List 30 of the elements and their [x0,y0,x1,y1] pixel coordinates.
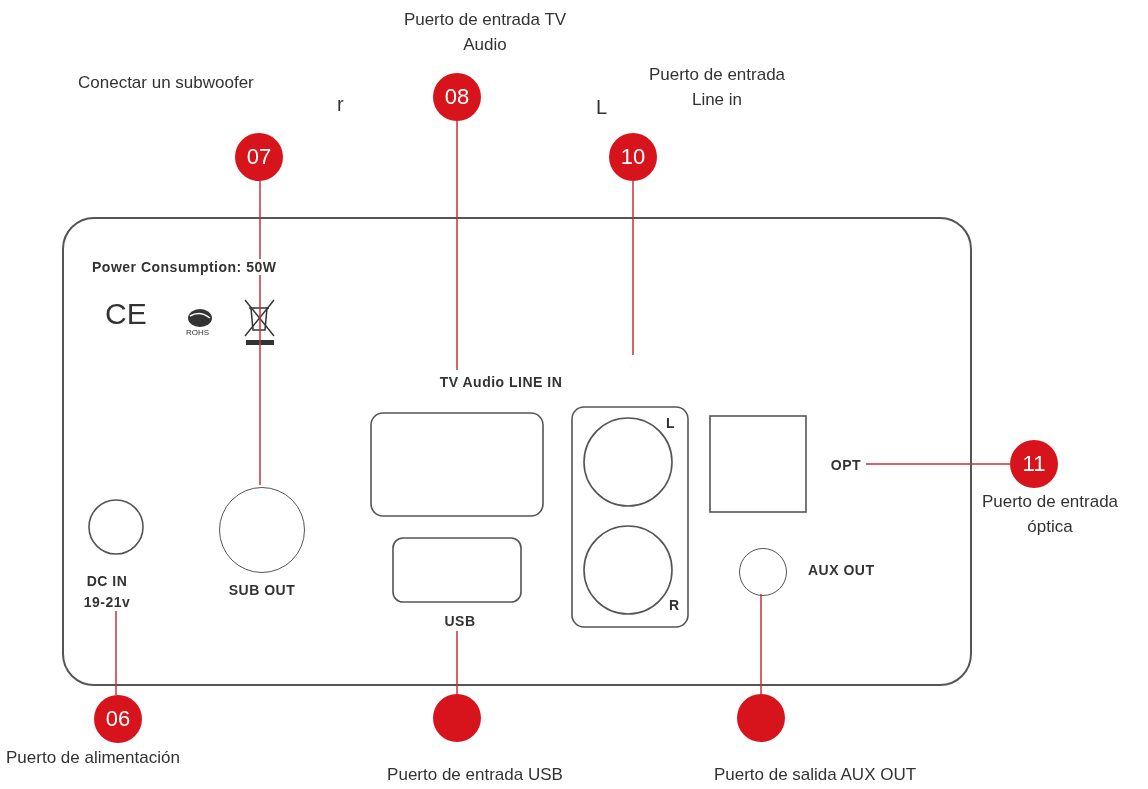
callout-marker [433,694,481,742]
callout-number: 06 [94,695,142,743]
callout-marker [737,694,785,742]
port-label: OPT [824,455,868,477]
callout-number: 11 [1010,440,1058,488]
leader-line [259,180,261,486]
leader-line [760,593,762,695]
callout-caption: Puerto de salida AUX OUT [712,764,918,786]
leader-line [632,180,634,356]
callout-caption: Puerto de alimentación [6,747,181,769]
port-label: DC IN 19-21v [78,571,136,613]
port-label: AUX OUT [808,561,876,580]
port-label: USB [438,611,482,633]
callout-number: 10 [609,133,657,181]
power-rating-text: Power Consumption: 50W [92,259,277,276]
port-label: TV Audio LINE IN [412,372,590,394]
leader-line [115,610,117,696]
callout-caption: Puerto de entrada Line in [647,64,787,111]
callout-number: 08 [433,73,481,121]
callout-caption: Puerto de entrada USB [386,764,564,786]
rohs-text: ROHS [186,328,210,338]
callout-caption: Puerto de entrada óptica [980,491,1120,538]
callout-number: 07 [235,133,283,181]
leader-line [865,463,1011,465]
port-label: SUB OUT [227,581,297,600]
callout-caption: Conectar un subwoofer [78,72,255,94]
leader-line [456,630,458,695]
callout-caption: Puerto de entrada TV Audio [402,9,568,56]
port-socket [739,548,787,596]
leader-line [456,120,458,371]
